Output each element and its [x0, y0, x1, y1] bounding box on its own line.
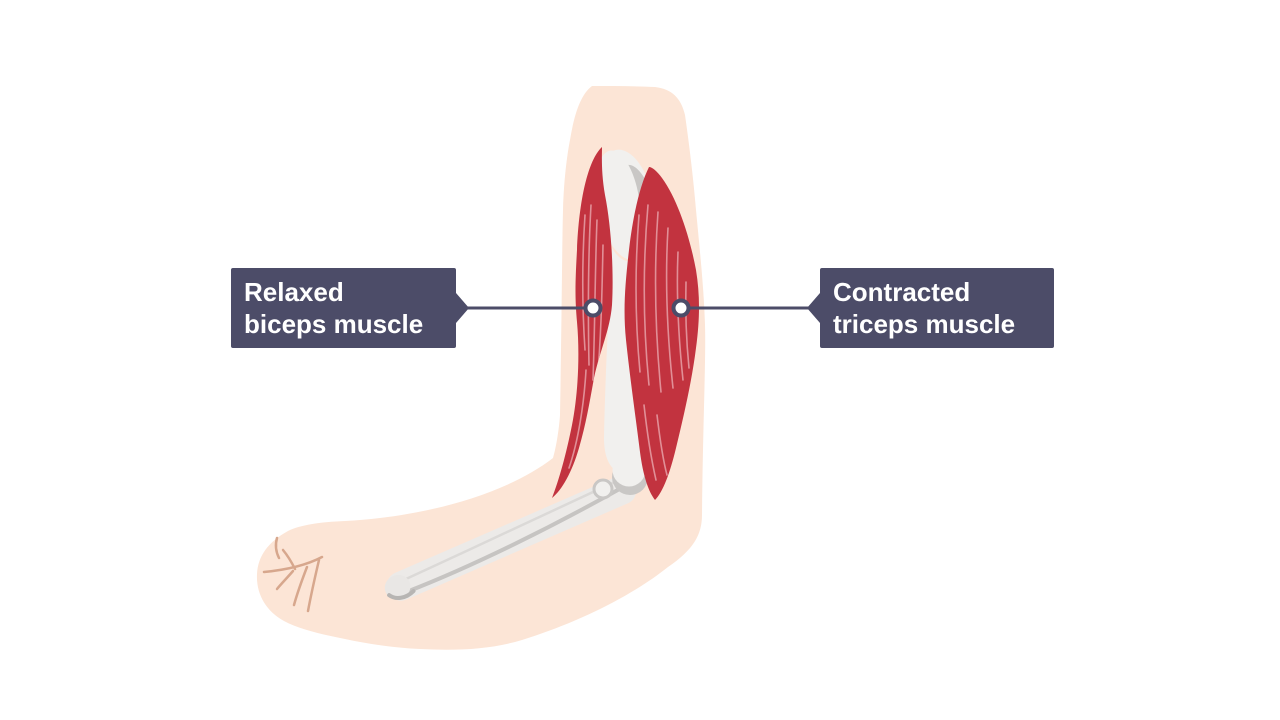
anchor-dot-biceps [583, 298, 603, 318]
label-relaxed-biceps-line1: Relaxed [244, 277, 344, 307]
leader-lines [456, 293, 820, 323]
label-relaxed-biceps-line2: biceps muscle [244, 309, 424, 339]
triceps-striations [635, 204, 690, 481]
anchor-dot-triceps [671, 298, 691, 318]
label-pointer-right [807, 293, 820, 323]
label-contracted-triceps-line2: triceps muscle [833, 309, 1016, 339]
label-contracted-triceps: Contracted triceps muscle [820, 268, 1054, 348]
label-contracted-triceps-line1: Contracted [833, 277, 971, 307]
triceps-muscle [624, 167, 699, 500]
forearm-bones [384, 474, 638, 601]
fist-crease-lines [262, 536, 324, 613]
label-pointer-left [456, 293, 469, 323]
label-relaxed-biceps: Relaxed biceps muscle [231, 268, 456, 348]
biceps-muscle [552, 147, 613, 498]
